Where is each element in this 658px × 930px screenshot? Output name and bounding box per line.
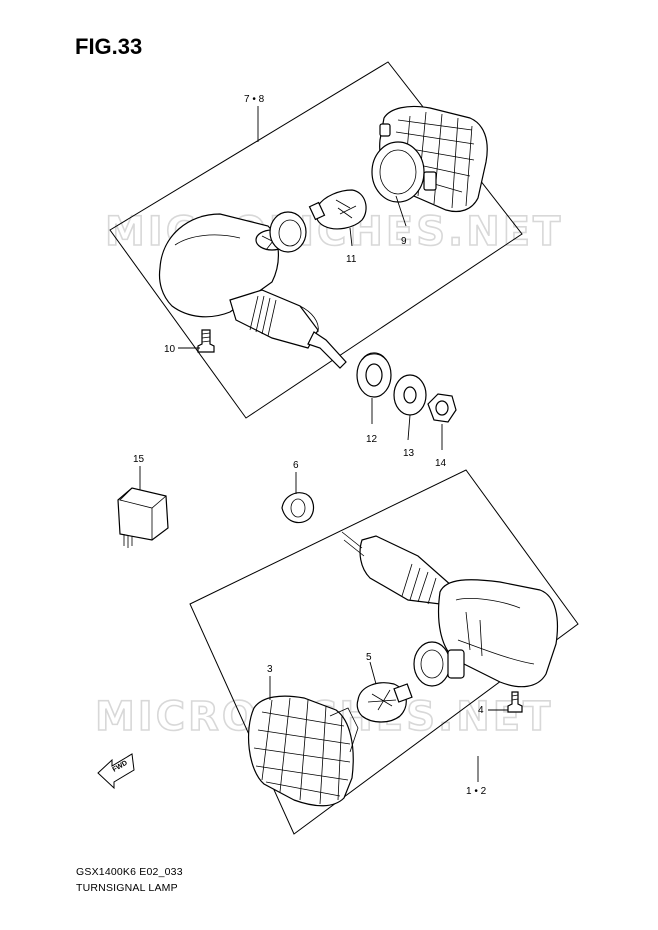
lower-socket[interactable] — [413, 641, 465, 687]
upper-assembly-box — [109, 61, 523, 419]
callout-6: 6 — [293, 460, 299, 471]
callout-7-8: 7 • 8 — [244, 94, 265, 105]
washer-12[interactable] — [356, 352, 392, 398]
callout-14: 14 — [435, 458, 447, 469]
nut-14[interactable] — [427, 393, 457, 423]
callout-4: 4 — [478, 705, 484, 716]
figure-caption: TURNSIGNAL LAMP — [76, 882, 178, 894]
lens-lower[interactable] — [247, 695, 359, 807]
callout-12: 12 — [366, 434, 378, 445]
screw-4[interactable] — [507, 691, 523, 713]
callout-1-2: 1 • 2 — [466, 786, 487, 797]
relay-15[interactable] — [117, 487, 169, 548]
lower-lamp-housing[interactable] — [341, 531, 559, 688]
figure-title: FIG.33 — [75, 34, 143, 59]
washer-13[interactable] — [393, 374, 427, 416]
callout-10: 10 — [164, 344, 176, 355]
callout-5: 5 — [366, 652, 372, 663]
lens-upper[interactable] — [371, 105, 488, 213]
callout-15: 15 — [133, 454, 145, 465]
bulb-lower[interactable] — [356, 682, 413, 723]
bulb-upper[interactable] — [308, 189, 367, 230]
fwd-arrow-icon: FWD — [97, 753, 135, 790]
callout-9: 9 — [401, 236, 407, 247]
upper-socket[interactable] — [269, 211, 307, 253]
callout-11: 11 — [346, 254, 357, 265]
callout-13: 13 — [403, 448, 415, 459]
grommet-6[interactable] — [281, 492, 315, 524]
model-code: GSX1400K6 E02_033 — [76, 866, 183, 878]
callout-3: 3 — [267, 664, 273, 675]
screw-10[interactable] — [197, 329, 215, 353]
